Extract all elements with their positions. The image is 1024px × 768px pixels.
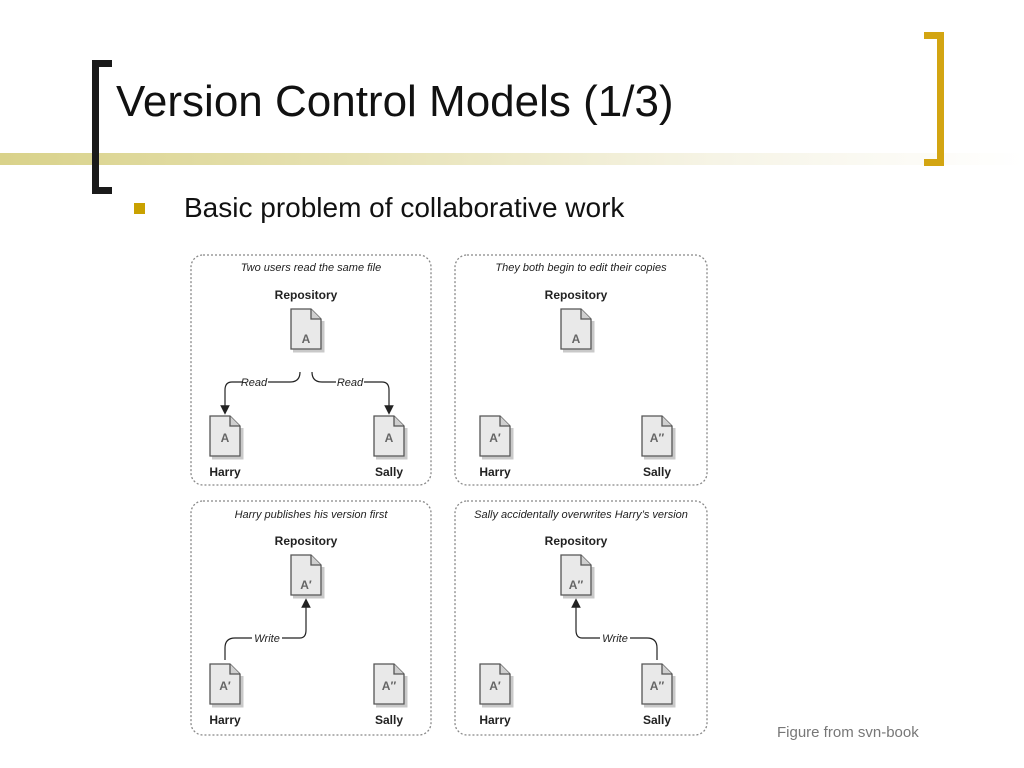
- harry-doc-label: A: [221, 431, 230, 445]
- title-underline-bar: [0, 153, 1024, 165]
- repository-doc-label: A: [302, 332, 311, 346]
- panel-caption: Two users read the same file: [241, 262, 381, 274]
- svg-text:Read: Read: [337, 377, 364, 389]
- sally-doc-label: A″: [650, 679, 665, 693]
- panel-sally-overwrites: Sally accidentally overwrites Harry’s ve…: [454, 500, 708, 736]
- write-arrow: [630, 637, 658, 660]
- figure-caption: Figure from svn-book: [777, 724, 919, 741]
- right-bracket-decoration: [924, 32, 944, 166]
- harry-label: Harry: [209, 465, 241, 479]
- panel-caption: Sally accidentally overwrites Harry’s ve…: [474, 509, 688, 521]
- sally-label: Sally: [375, 465, 403, 479]
- harry-doc-label: A′: [219, 679, 231, 693]
- sally-label: Sally: [643, 713, 671, 727]
- panel-border: [190, 500, 432, 736]
- sally-label: Sally: [643, 465, 671, 479]
- left-bracket-decoration: [92, 60, 112, 194]
- repository-doc-label: A″: [569, 578, 584, 592]
- harry-label: Harry: [209, 713, 241, 727]
- panel-harry-publishes: Harry publishes his version first Reposi…: [190, 500, 432, 736]
- read-label: Read: [241, 377, 268, 389]
- write-label: Write: [602, 633, 628, 645]
- repository-label: Repository: [545, 534, 608, 548]
- write-arrow: [224, 637, 252, 660]
- repository-label: Repository: [275, 534, 338, 548]
- bullet-icon: [134, 203, 145, 214]
- panel-caption: Harry publishes his version first: [235, 509, 389, 521]
- slide-title: Version Control Models (1/3): [116, 77, 674, 126]
- harry-doc-label: A′: [489, 431, 501, 445]
- panel-border: [190, 254, 432, 486]
- repository-doc-label: A′: [300, 578, 312, 592]
- repository-label: Repository: [275, 288, 338, 302]
- read-arrow-left: [268, 371, 301, 383]
- read-arrow-right: [311, 371, 336, 383]
- panel-caption: They both begin to edit their copies: [495, 262, 667, 274]
- panel-border: [454, 254, 708, 486]
- version-control-figure: Two users read the same file Repository …: [190, 254, 708, 736]
- sally-label: Sally: [375, 713, 403, 727]
- bullet-text: Basic problem of collaborative work: [184, 192, 625, 223]
- sally-doc-label: A″: [382, 679, 397, 693]
- harry-label: Harry: [479, 713, 511, 727]
- repository-label: Repository: [545, 288, 608, 302]
- harry-label: Harry: [479, 465, 511, 479]
- harry-doc-label: A′: [489, 679, 501, 693]
- panel-edit: They both begin to edit their copies Rep…: [454, 254, 708, 486]
- sally-doc-label: A: [385, 431, 394, 445]
- panel-border: [454, 500, 708, 736]
- panel-read: Two users read the same file Repository …: [190, 254, 432, 486]
- write-label: Write: [254, 633, 280, 645]
- repository-doc-label: A: [572, 332, 581, 346]
- sally-doc-label: A″: [650, 431, 665, 445]
